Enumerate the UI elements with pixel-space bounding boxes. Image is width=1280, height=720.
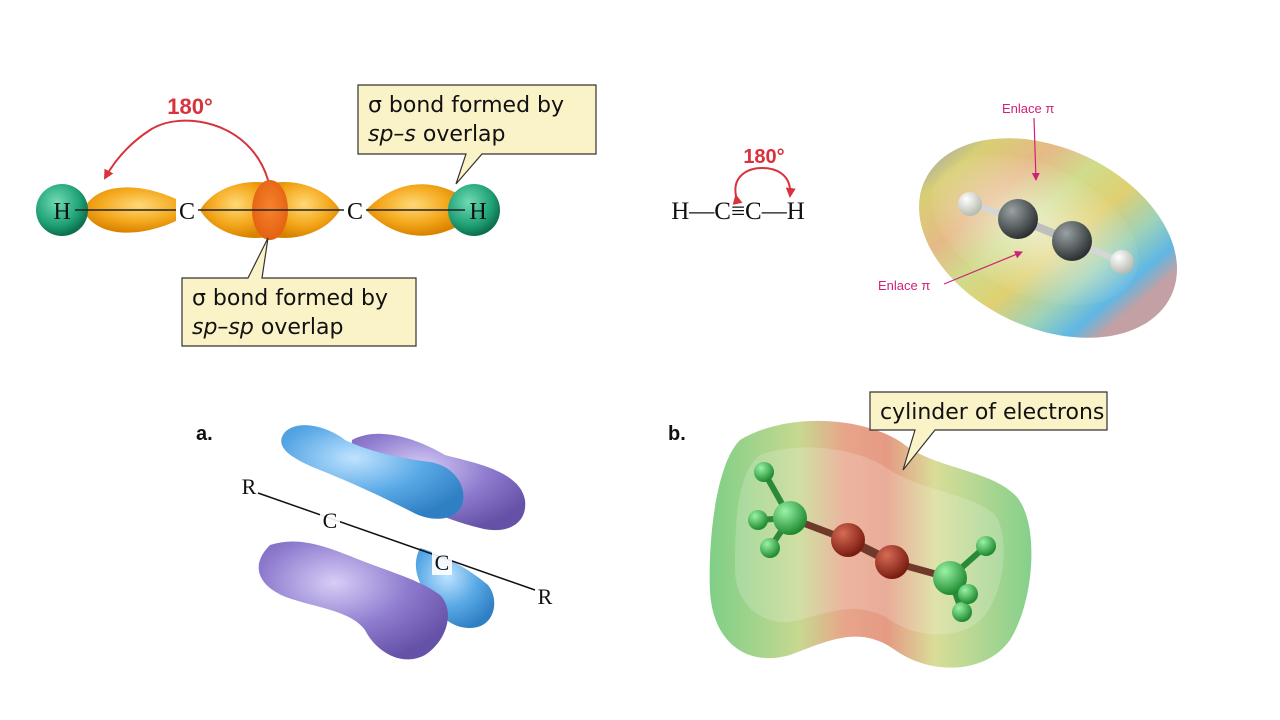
epm-acetylene: Enlace π Enlace π	[878, 101, 1177, 338]
enlace-arrow-bottom	[943, 250, 1023, 285]
epm-b-methyl-c-atom	[773, 501, 807, 535]
callout-sp-s-italic: sp–s	[368, 122, 416, 147]
enlace-label-top: Enlace π	[1002, 101, 1054, 116]
c2-bg	[344, 198, 366, 222]
callout-sp-sp-rest: overlap	[254, 315, 344, 340]
pi-lobe-blue-top	[281, 425, 464, 519]
callout-cylinder: cylinder of electrons	[869, 391, 1108, 471]
epm-c-atom-right	[1052, 221, 1092, 261]
epm-b-h-atom	[760, 538, 780, 558]
pi-lobe-purple-bottom	[258, 541, 448, 660]
callout-sp-sp-italic: sp–sp	[192, 315, 254, 340]
acetylene-formula: 180° H—C≡C—H	[671, 146, 805, 225]
callout-sp-s-line1: σ bond formed by	[368, 93, 564, 118]
panel-a-c-left: C	[323, 508, 338, 533]
svg-text:σ bond formed by: σ bond formed by	[192, 286, 388, 311]
panel-a-c2-bg	[432, 551, 452, 575]
callout-sp-sp-line1: σ bond formed by	[192, 286, 388, 311]
c1-bg	[176, 198, 198, 222]
callout-cylinder-text: cylinder of electrons	[880, 400, 1104, 425]
angle-arc	[104, 119, 276, 190]
panel-a: a. R C C R	[196, 423, 553, 660]
panel-a-r-right: R	[538, 584, 553, 609]
atom-h-right: H	[469, 199, 486, 225]
epm-h-atom-right	[1110, 250, 1134, 274]
enlace-arrow-top	[1031, 117, 1040, 181]
epm-h-atom-left	[958, 192, 982, 216]
epm-b-h-atom	[958, 584, 978, 604]
atom-c-right: C	[347, 199, 363, 225]
svg-text:σ bond formed by: σ bond formed by	[368, 93, 564, 118]
epm-b-h-atom	[754, 462, 774, 482]
panel-b: b. cylinder of electrons	[668, 391, 1108, 668]
panel-b-label: b.	[668, 423, 686, 445]
epm-b-h-atom	[952, 602, 972, 622]
h-sphere-left	[36, 184, 88, 236]
epm-b-c-atom	[875, 545, 909, 579]
h-sphere-right	[448, 184, 500, 236]
callout-sp-s: σ bond formed by sp–s overlap	[357, 84, 597, 185]
callout-sp-s-rest: overlap	[416, 122, 506, 147]
panel-a-c-right: C	[435, 550, 450, 575]
sp-orbital-diagram: 180° H C C H σ bond formed by sp–s overl…	[36, 84, 597, 347]
epm-b-h-atom	[976, 536, 996, 556]
epm-b-methyl-c-atom	[933, 561, 967, 595]
formula-angle-arc	[732, 166, 796, 205]
epm-b-h-atom	[748, 510, 768, 530]
panel-a-r-left: R	[242, 474, 257, 499]
panel-a-c1-bg	[320, 508, 340, 532]
epm-b-c-atom	[831, 523, 865, 557]
svg-text:sp–s overlap: sp–s overlap	[368, 122, 506, 147]
enlace-label-bottom: Enlace π	[878, 278, 930, 293]
panel-a-bond-axis	[257, 492, 536, 591]
epm-b-surface	[709, 420, 1032, 668]
atom-h-left: H	[53, 199, 70, 225]
atom-c-left: C	[179, 199, 195, 225]
callout-sp-sp: σ bond formed by sp–sp overlap	[181, 237, 417, 347]
panel-a-label: a.	[196, 423, 213, 445]
formula-angle-label: 180°	[743, 146, 784, 168]
epm-c-atom-left	[998, 199, 1038, 239]
svg-text:sp–sp overlap: sp–sp overlap	[192, 315, 343, 340]
angle-label: 180°	[167, 94, 213, 119]
formula-text: H—C≡C—H	[671, 198, 805, 225]
